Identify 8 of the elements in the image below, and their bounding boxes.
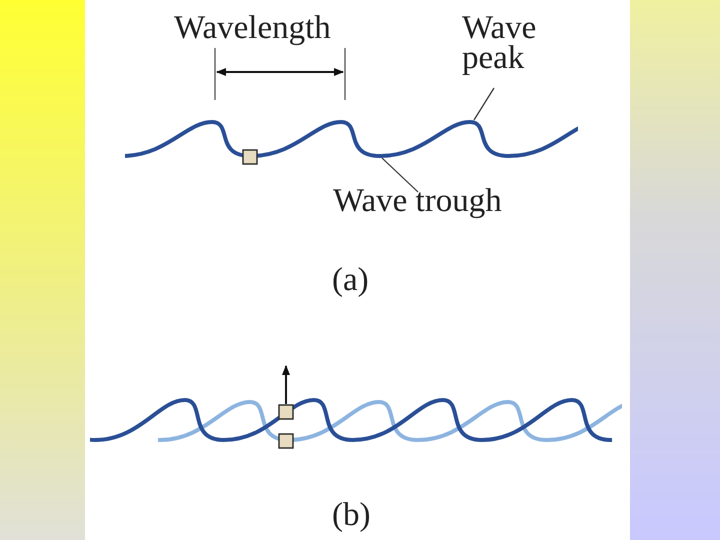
dimension-label: Wavelength bbox=[174, 13, 332, 43]
panel-label: (a) bbox=[332, 265, 370, 295]
panel-label: (b) bbox=[332, 500, 372, 530]
leader-line bbox=[474, 88, 494, 120]
callout-label: Wave trough bbox=[333, 186, 503, 216]
leader-line bbox=[382, 158, 418, 192]
wave-curve bbox=[125, 120, 578, 158]
callout-label: Wave peak bbox=[462, 13, 538, 73]
